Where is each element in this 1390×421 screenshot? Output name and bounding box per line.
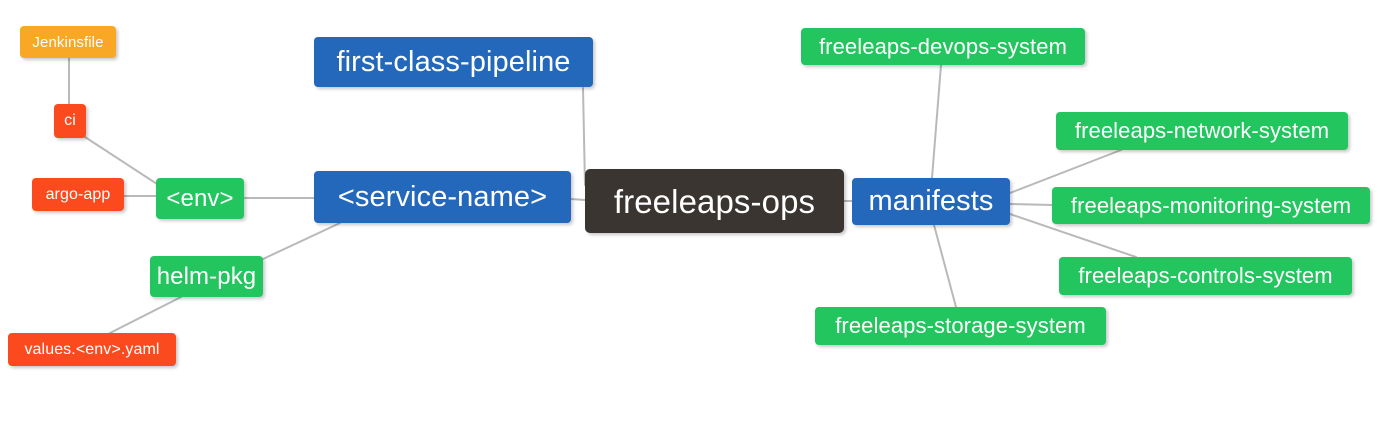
mindmap-node-freeleaps-monitoring-system[interactable]: freeleaps-monitoring-system — [1052, 187, 1370, 224]
mindmap-node-label: freeleaps-ops — [613, 182, 816, 220]
mindmap-edge — [570, 198, 586, 201]
mindmap-node-label: <env> — [166, 184, 234, 212]
mindmap-node-label: freeleaps-network-system — [1074, 118, 1330, 143]
mindmap-node-helm-pkg[interactable]: helm-pkg — [150, 256, 263, 297]
mindmap-node-label: freeleaps-controls-system — [1078, 263, 1333, 288]
mindmap-node-label: <service-name> — [337, 180, 548, 213]
mindmap-node-freeleaps-storage-system[interactable]: freeleaps-storage-system — [815, 307, 1106, 345]
mindmap-edge — [109, 296, 182, 334]
mindmap-node-label: argo-app — [45, 185, 111, 203]
mindmap-edge — [931, 64, 942, 179]
mindmap-node-jenkinsfile[interactable]: Jenkinsfile — [20, 26, 116, 58]
mindmap-node-label: ci — [64, 112, 76, 129]
mindmap-edge — [1009, 203, 1053, 206]
mindmap-node-freeleaps-ops[interactable]: freeleaps-ops — [585, 169, 844, 233]
mindmap-edge — [933, 224, 957, 308]
mindmap-node-service-name[interactable]: <service-name> — [314, 171, 571, 223]
mindmap-node-label: helm-pkg — [156, 262, 257, 290]
mindmap-node-label: freeleaps-devops-system — [818, 33, 1068, 59]
mindmap-node-label: freeleaps-storage-system — [835, 313, 1086, 338]
mindmap-node-env[interactable]: <env> — [156, 178, 244, 219]
mindmap-node-label: first-class-pipeline — [336, 45, 571, 78]
mindmap-node-ci[interactable]: ci — [54, 104, 86, 138]
mindmap-node-label: freeleaps-monitoring-system — [1070, 192, 1352, 218]
mindmap-edge — [84, 136, 158, 185]
mindmap-edge — [582, 87, 586, 186]
mindmap-node-manifests[interactable]: manifests — [852, 178, 1010, 225]
mindmap-node-freeleaps-devops-system[interactable]: freeleaps-devops-system — [801, 28, 1085, 65]
mindmap-node-label: manifests — [868, 185, 994, 217]
mindmap-node-freeleaps-controls-system[interactable]: freeleaps-controls-system — [1059, 257, 1352, 295]
mindmap-node-values-env-yaml[interactable]: values.<env>.yaml — [8, 333, 176, 366]
mindmap-node-argo-app[interactable]: argo-app — [32, 178, 124, 211]
mindmap-edge — [262, 222, 341, 260]
mindmap-node-label: values.<env>.yaml — [24, 340, 160, 358]
mindmap-node-freeleaps-network-system[interactable]: freeleaps-network-system — [1056, 112, 1348, 150]
mindmap-node-first-class-pipeline[interactable]: first-class-pipeline — [314, 37, 593, 87]
mindmap-node-label: Jenkinsfile — [32, 33, 104, 51]
